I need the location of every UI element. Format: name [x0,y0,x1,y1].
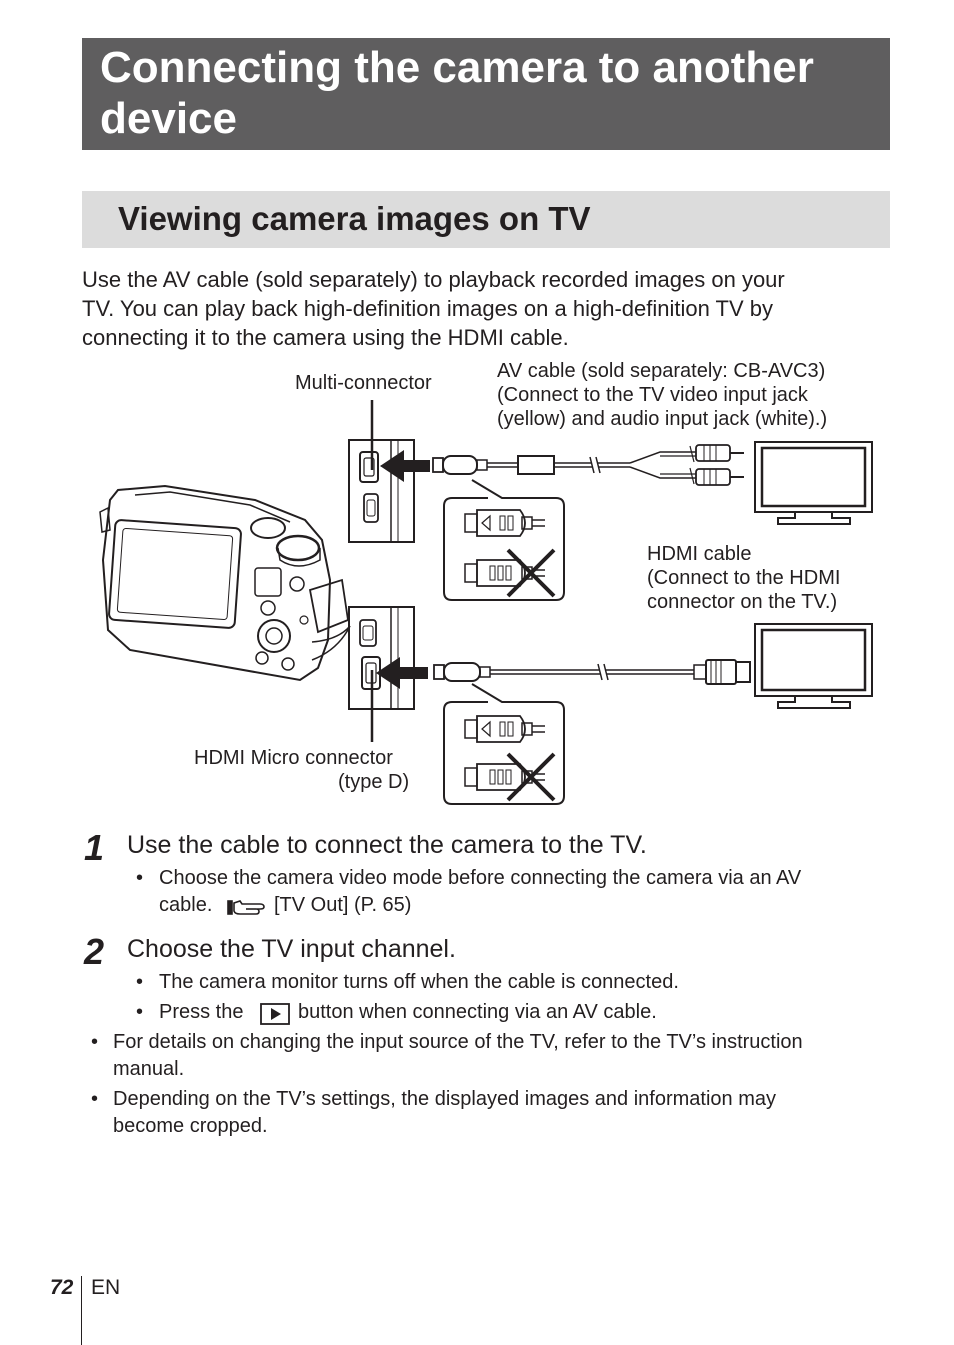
step-2-bullet-2-part-2: button when connecting via an AV cable. [298,1001,657,1023]
hdmi-cable-label-3: connector on the TV.) [647,591,838,613]
section-title: Viewing camera images on TV [118,200,591,237]
section-header-bar: Viewing camera images on TV [82,191,890,248]
bullet-dot: • [136,867,144,889]
step-text-2: Choose the TV input channel. [127,935,456,963]
hdmi-micro-port [348,606,415,710]
step-2-bullet-1: The camera monitor turns off when the ca… [159,971,679,993]
intro-line-1: Use the AV cable (sold separately) to pl… [82,267,785,292]
hdmi-cable-illustration [433,659,751,685]
intro-line-3: connecting it to the camera using the HD… [82,325,569,350]
tv-top-illustration [754,441,873,525]
hdmi-micro-label-2: (type D) [338,771,410,793]
reference-hand-icon [227,900,265,915]
step-text-1: Use the cable to connect the camera to t… [127,831,647,859]
hdmi-micro-label-1: HDMI Micro connector [194,747,393,769]
step-1-bullet-line-1: Choose the camera video mode before conn… [159,867,802,889]
connection-diagram [99,400,873,805]
bullet-dot: • [136,1001,144,1023]
hdmi-cable-label-1: HDMI cable [647,543,752,565]
av-cable-label-2: (Connect to the TV video input jack [497,384,808,406]
plug-orientation-box-bottom [443,683,565,805]
step-number-2: 2 [84,931,105,972]
step-1-reference: [TV Out] (P. 65) [274,894,412,916]
step-2-bullet-2-part-1: Press the [159,1001,244,1023]
note-1-line-1: For details on changing the input source… [113,1031,803,1053]
bullet-dot: • [91,1031,99,1053]
footer-divider [81,1276,82,1345]
note-1-line-2: manual. [113,1058,185,1080]
bullet-dot: • [91,1088,99,1110]
multi-connector-label: Multi-connector [295,372,432,394]
note-2-line-2: become cropped. [113,1115,268,1137]
step-1-bullet-line-2: cable. [159,894,213,916]
tv-bottom-illustration [754,623,873,709]
hdmi-cable-label-2: (Connect to the HDMI [647,567,841,589]
page-title-bar: Connecting the camera to another device [82,38,890,150]
camera-illustration [99,484,351,682]
av-cable-illustration [432,444,744,486]
language-code: EN [91,1276,121,1299]
intro-line-2: TV. You can play back high-definition im… [82,296,774,321]
note-2-line-1: Depending on the TV’s settings, the disp… [113,1088,776,1110]
plug-orientation-box-top [443,479,565,601]
multi-connector-port [348,439,415,543]
step-number-1: 1 [84,827,105,868]
page-number: 72 [50,1276,74,1299]
bullet-dot: • [136,971,144,993]
playback-button-icon [260,1003,290,1025]
av-cable-label-1: AV cable (sold separately: CB-AVC3) [497,360,826,382]
av-cable-label-3: (yellow) and audio input jack (white).) [497,408,828,430]
page-title: Connecting the camera to another device [100,43,814,143]
